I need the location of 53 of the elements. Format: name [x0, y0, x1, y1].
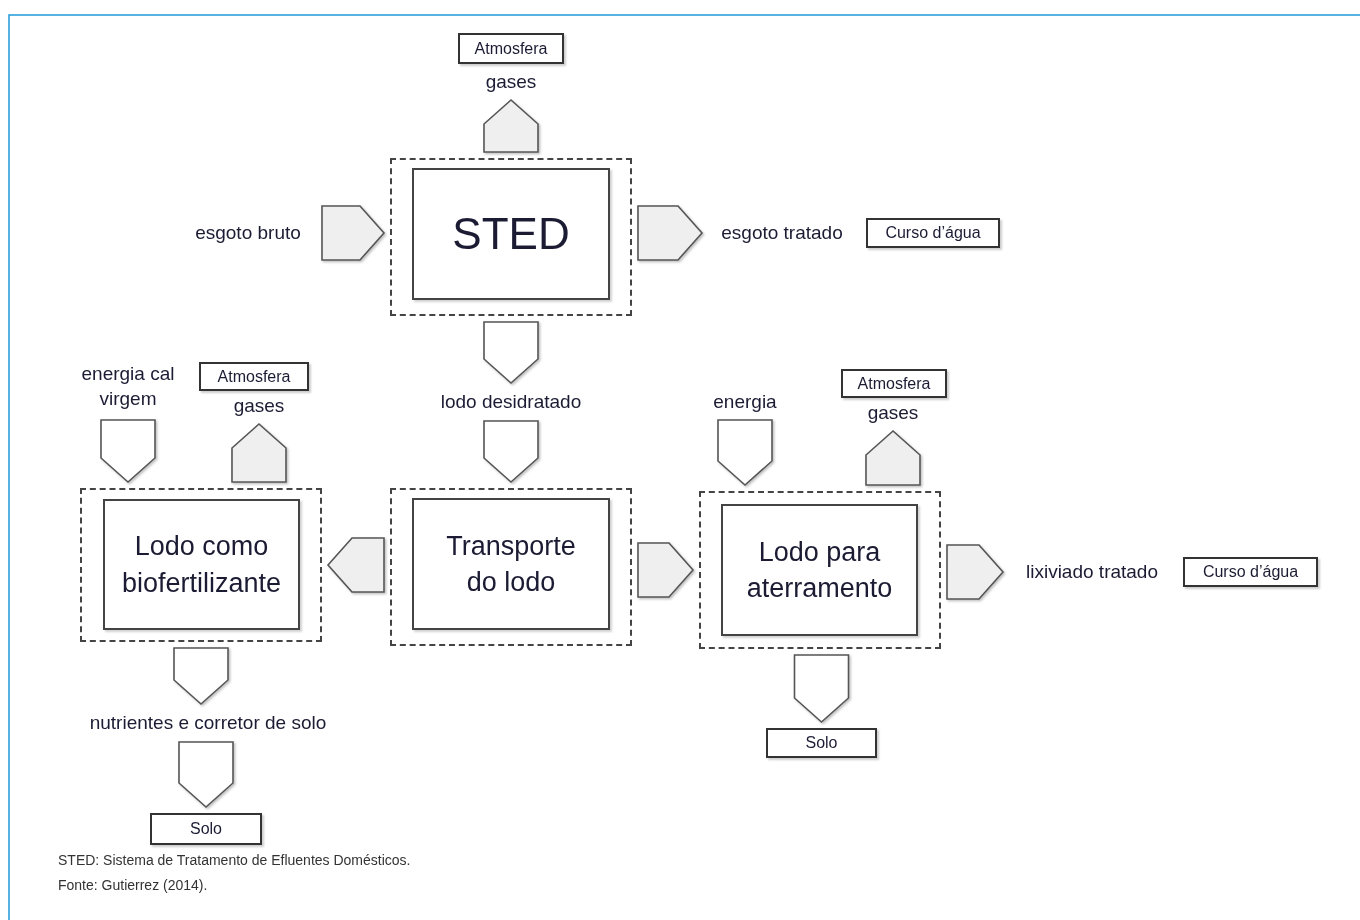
process-label: Transporte do lodo — [445, 529, 577, 599]
destination-box — [199, 362, 309, 391]
flow-label: gases — [469, 70, 553, 94]
system-boundary — [80, 488, 322, 642]
flow-label: energia — [702, 390, 788, 414]
block-arrow — [717, 419, 773, 487]
block-arrow — [100, 419, 156, 484]
destination-box — [1183, 557, 1318, 587]
source-note: Fonte: Gutierrez (2014). — [58, 877, 208, 893]
destination-label: Atmosfera — [217, 367, 291, 386]
process-box — [412, 168, 610, 300]
system-boundary — [390, 158, 632, 316]
caption: STED: Sistema de Tratamento de Efluentes Domésticos. — [58, 852, 411, 868]
block-arrow — [178, 741, 234, 809]
flow-label: lixiviado tratado — [1009, 559, 1175, 585]
system-boundary — [390, 488, 632, 646]
block-arrow — [483, 420, 539, 484]
destination-box — [458, 33, 564, 64]
block-arrow — [326, 537, 385, 593]
block-arrow — [793, 654, 850, 724]
process-label: STED — [452, 208, 570, 261]
block-arrow — [231, 422, 287, 483]
block-arrow — [637, 542, 695, 598]
flow-label: esgoto bruto — [180, 220, 316, 246]
process-box — [721, 504, 918, 636]
destination-box — [766, 728, 877, 758]
block-arrow — [483, 98, 539, 153]
flow-label: energia cal virgem — [81, 360, 175, 414]
block-arrow — [865, 429, 921, 486]
flow-label: lodo desidratado — [426, 389, 596, 415]
destination-box — [150, 813, 262, 845]
flow-label: gases — [850, 401, 936, 425]
block-arrow — [946, 544, 1005, 600]
block-arrow — [321, 205, 386, 261]
destination-label: Atmosfera — [857, 374, 931, 393]
destination-label: Solo — [190, 820, 222, 838]
flow-label: gases — [216, 394, 302, 418]
destination-box — [841, 369, 947, 398]
process-box — [103, 499, 300, 630]
destination-box — [866, 218, 1000, 248]
destination-label: Solo — [805, 734, 838, 752]
block-arrow — [637, 205, 704, 261]
block-arrow — [173, 647, 229, 706]
flow-label: nutrientes e corretor de solo — [63, 710, 353, 736]
destination-label: Atmosfera — [474, 39, 548, 58]
process-label: Lodo para aterramento — [745, 535, 894, 605]
destination-label: Curso d’água — [1202, 563, 1299, 581]
flow-label: esgoto tratado — [708, 220, 856, 246]
block-arrow — [483, 321, 539, 385]
system-boundary — [699, 491, 941, 649]
process-box — [412, 498, 610, 630]
process-label: Lodo como biofertilizante — [120, 530, 283, 600]
destination-label: Curso d’água — [885, 224, 981, 242]
